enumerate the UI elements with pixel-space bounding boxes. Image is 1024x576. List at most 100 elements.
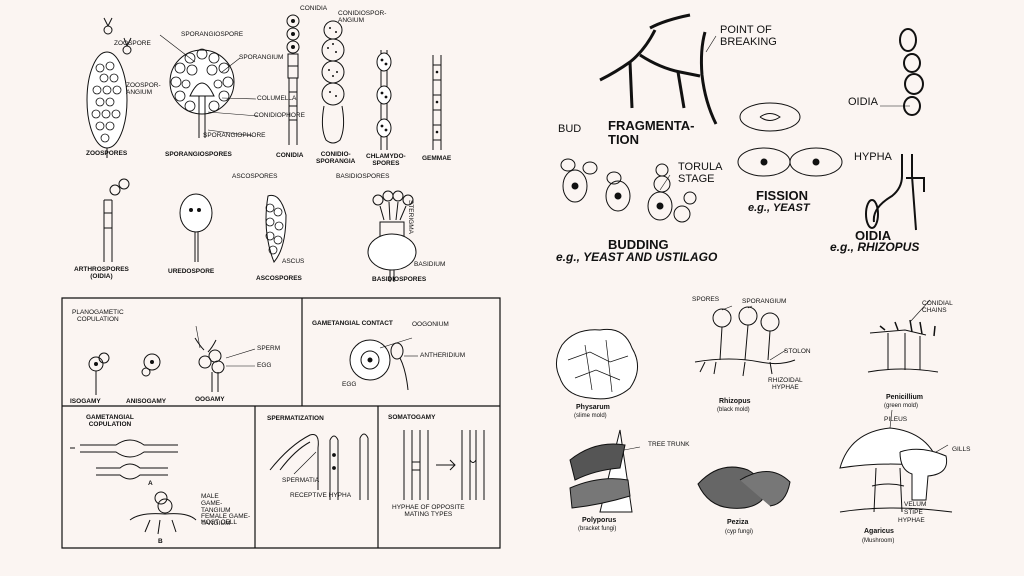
- label-basidiospores: BASIDIOSPORES: [372, 276, 427, 283]
- label-velum: VELUM: [904, 501, 927, 508]
- isogamy-figure: [89, 338, 224, 395]
- label-ascospores: ASCOSPORES: [256, 275, 302, 282]
- ascus-figure: [266, 195, 286, 262]
- label-spermatia: SPERMATIA: [282, 477, 320, 484]
- label-rhizopus: Rhizopus: [719, 398, 751, 405]
- label-somatogamy: SOMATOGAMY: [388, 414, 436, 421]
- rhizopus-figure: [695, 307, 795, 376]
- budding-figure: [561, 159, 696, 222]
- label-sterigma: STERIGMA: [407, 200, 414, 234]
- gametangial-copulation-figure: [70, 440, 196, 534]
- label-stipe: STIPE: [904, 509, 923, 516]
- agaricus-figure: [840, 428, 952, 512]
- label-chlamydospores: CHLAMYDO- SPORES: [366, 153, 406, 167]
- label-stolon: STOLON: [784, 348, 811, 355]
- label-spores: SPORES: [692, 296, 720, 303]
- polyporus-figure: [570, 430, 632, 512]
- gemmae-figure: [433, 55, 441, 150]
- fragmentation-figure: [600, 15, 716, 124]
- oidia-hypha-figure: [866, 29, 924, 230]
- label-conidiosporangia: CONIDIO- SPORANGIA: [316, 151, 356, 165]
- conidiosporangium-figure: [322, 21, 344, 143]
- conidia-chain-figure: [287, 15, 299, 145]
- label-spermatization: SPERMATIZATION: [267, 415, 324, 422]
- label-egg-oogamy: EGG: [257, 362, 272, 369]
- label-zoospores: ZOOSPORES: [86, 150, 128, 157]
- label-figure-a: A: [148, 480, 153, 487]
- uredospore-figure: [180, 194, 212, 262]
- label-receptive-hypha: RECEPTIVE HYPHA: [290, 492, 352, 499]
- label-hypha: HYPHA: [854, 151, 892, 163]
- label-sporangium: SPORANGIUM: [239, 54, 284, 61]
- label-host-cell: HOST CELL: [201, 519, 238, 526]
- label-sperm: SPERM: [257, 345, 281, 352]
- label-zoosporangium: ZOOSPOR- ANGIUM: [126, 82, 161, 96]
- label-oogonium: OOGONIUM: [412, 321, 449, 328]
- label-egg-contact: EGG: [342, 381, 357, 388]
- label-fission: FISSION: [756, 188, 809, 203]
- label-physarum-common: (slime mold): [574, 413, 607, 419]
- label-physarum: Physarum: [576, 404, 610, 411]
- label-antheridium: ANTHERIDIUM: [420, 352, 466, 359]
- physarum-figure: [556, 329, 637, 399]
- label-point-of-breaking: POINT OF BREAKING: [720, 24, 777, 48]
- label-polyporus-common: (bracket fungi): [578, 526, 617, 532]
- label-peziza: Peziza: [727, 519, 749, 526]
- label-oidia-example: e.g., RHIZOPUS: [830, 240, 920, 254]
- label-gemmae: GEMMAE: [422, 155, 452, 162]
- label-penicillium-common: (green mold): [884, 403, 919, 409]
- label-gametangial-copulation: GAMETANGIAL COPULATION: [86, 414, 134, 428]
- label-conidial-chains: CONIDIAL CHAINS: [922, 300, 953, 314]
- label-conidia-top: CONIDIA: [300, 5, 328, 12]
- fission-figure: [738, 103, 842, 176]
- label-zoospore: ZOOSPORE: [114, 40, 151, 47]
- label-basidiospores-top: BASIDIOSPORES: [336, 173, 390, 180]
- label-planogametic-copulation: PLANOGAMETIC COPULATION: [72, 309, 124, 323]
- label-peziza-common: (cyp fungi): [725, 529, 754, 535]
- label-budding-example: e.g., YEAST AND USTILAGO: [556, 250, 718, 264]
- label-penicillium: Penicillium: [886, 394, 923, 401]
- penicillium-figure: [868, 320, 938, 372]
- label-torula-stage: TORULA STAGE: [678, 161, 723, 185]
- label-uredospore: UREDOSPORE: [168, 268, 215, 275]
- label-sporangiospore: SPORANGIOSPORE: [181, 31, 244, 38]
- label-agaricus: Agaricus: [864, 528, 894, 535]
- label-hyphae-opposite: HYPHAE OF OPPOSITE MATING TYPES: [392, 504, 465, 518]
- somatogamy-figure: [404, 430, 484, 500]
- label-oidia: OIDIA: [855, 228, 892, 243]
- label-female-gametangium: FEMALE GAME- TANGIUM: [201, 513, 251, 527]
- label-sporangiospores: SPORANGIOSPORES: [165, 151, 232, 158]
- label-agaricus-common: (Mushroom): [862, 538, 895, 544]
- label-conidia: CONIDIA: [276, 152, 304, 159]
- label-tree-trunk: TREE TRUNK: [648, 441, 690, 448]
- label-rhizoidal-hyphae: RHIZOIDAL HYPHAE: [768, 377, 803, 391]
- label-conidiophore: CONIDIOPHORE: [254, 112, 305, 119]
- label-sporangiophore: SPORANGIOPHORE: [203, 132, 266, 139]
- label-budding: BUDDING: [608, 237, 669, 252]
- label-sporangium-rhizopus: SPORANGIUM: [742, 298, 787, 305]
- label-figure-b: B: [158, 538, 163, 545]
- chlamydospores-figure: [377, 50, 391, 150]
- label-basidium: BASIDIUM: [414, 261, 446, 268]
- sexual-reproduction-box: [62, 298, 500, 548]
- label-gametangial-contact: GAMETANGIAL CONTACT: [312, 320, 393, 327]
- label-fission-example: e.g., YEAST: [748, 202, 810, 214]
- label-columella: COLUMELLA: [257, 95, 297, 102]
- label-oogamy: OOGAMY: [195, 396, 225, 403]
- basidium-figure: [368, 191, 416, 282]
- label-oidia-top: OIDIA: [848, 96, 878, 108]
- sporangium-figure: [170, 49, 234, 138]
- label-pileus: PILEUS: [884, 416, 908, 423]
- spermatization-figure: [270, 434, 368, 500]
- arthrospores-figure: [104, 179, 129, 262]
- label-conidiosporangium-top: CONIDIOSPOR- ANGIUM: [338, 10, 387, 24]
- label-hyphae: HYPHAE: [898, 517, 925, 524]
- label-arthrospores: ARTHROSPORES (OIDIA): [74, 266, 129, 280]
- label-ascospores-top: ASCOSPORES: [232, 173, 278, 180]
- peziza-figure: [698, 467, 790, 508]
- label-gills: GILLS: [952, 446, 971, 453]
- label-bud: BUD: [558, 123, 582, 135]
- label-anisogamy: ANISOGAMY: [126, 398, 167, 405]
